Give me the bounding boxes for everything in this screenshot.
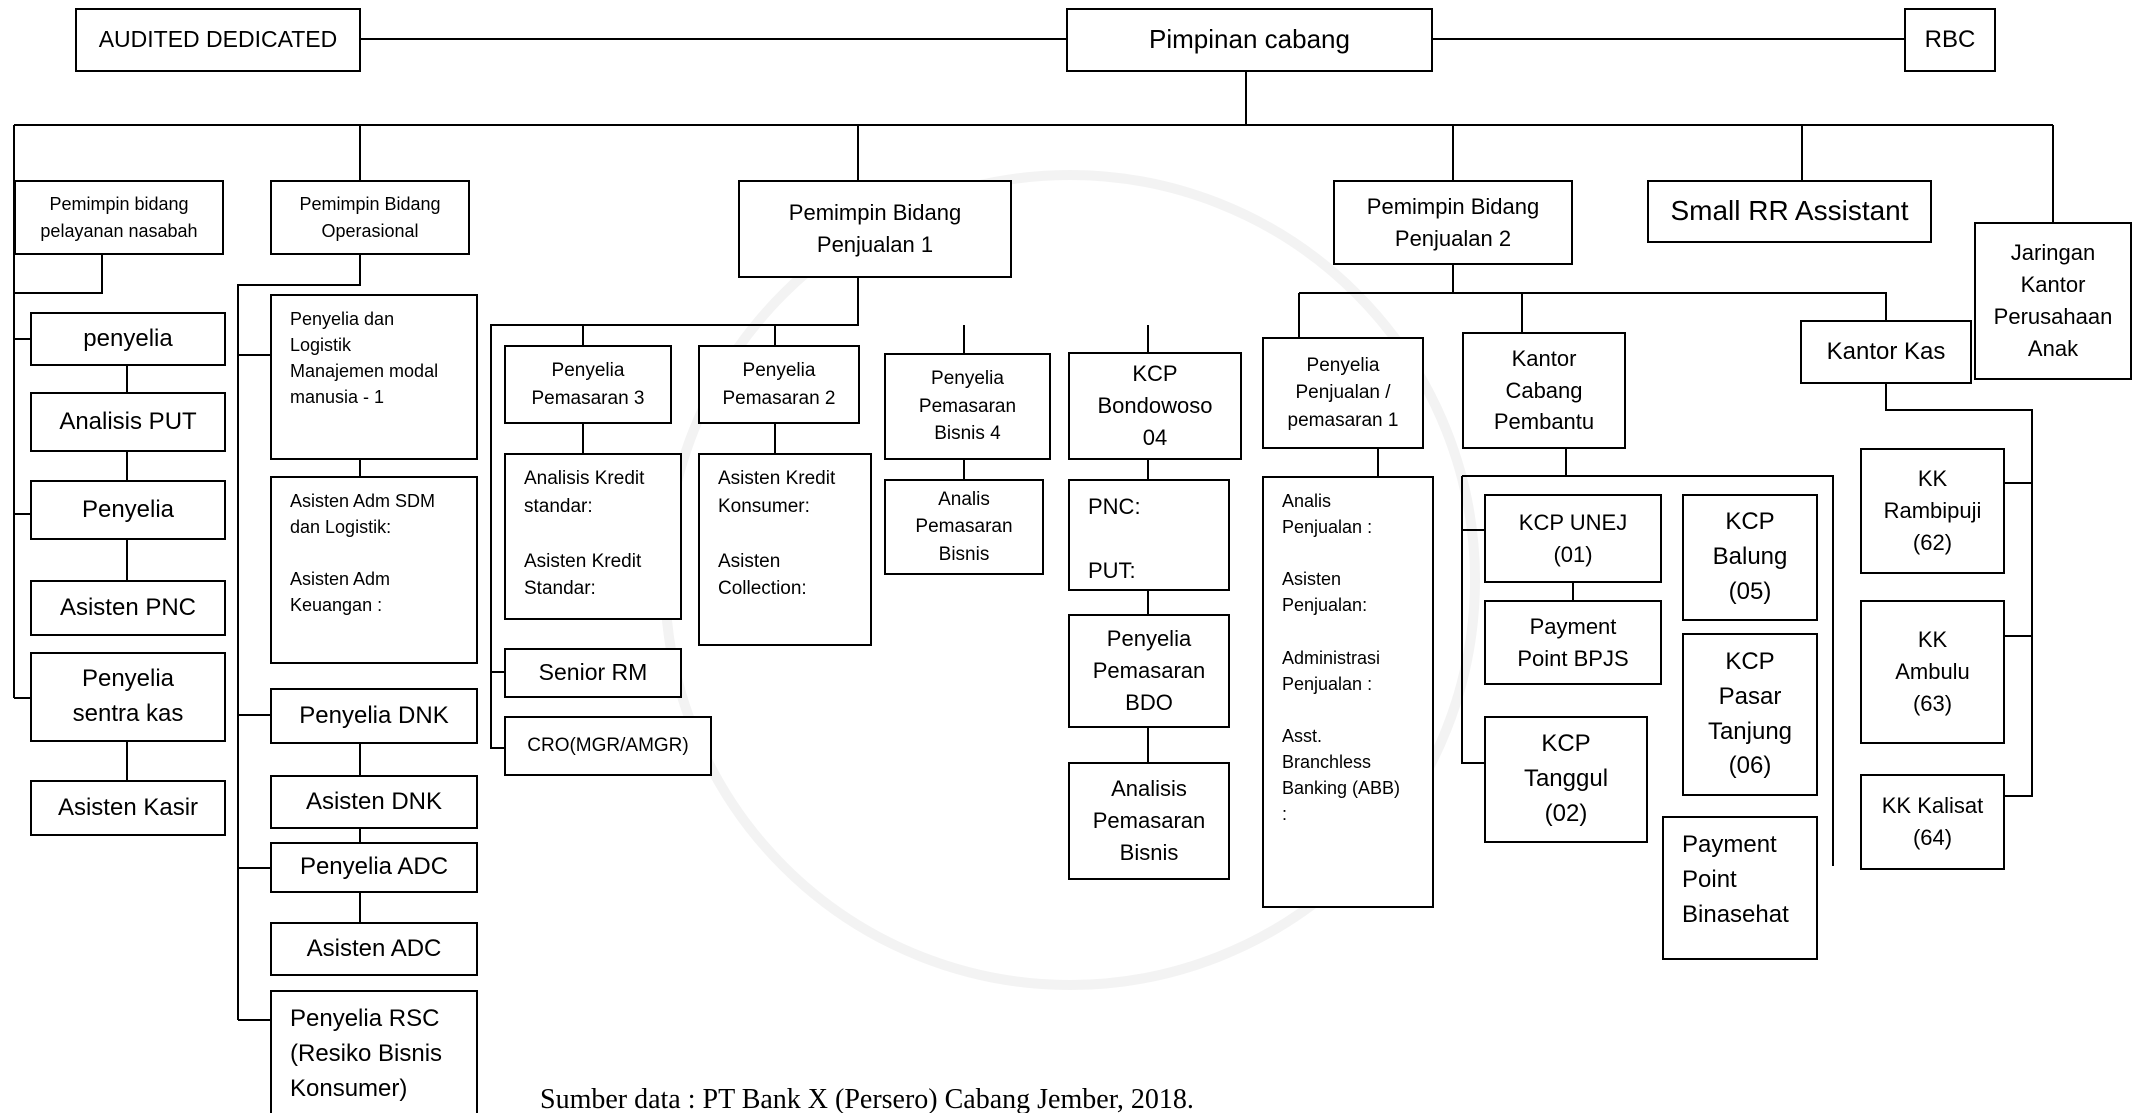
kantor-kas-box: Kantor Kas: [1800, 320, 1972, 384]
pimpinan-cabang-box: Pimpinan cabang: [1066, 8, 1433, 72]
penyelia-pemasaran-3-label: Penyelia Pemasaran 3: [531, 359, 645, 409]
asisten-pnc-box: Asisten PNC: [30, 580, 226, 636]
audited-dedicated-label: AUDITED DEDICATED: [98, 26, 338, 53]
jaringan-kantor-label: Jaringan Kantor Perusahaan Anak: [1993, 240, 2113, 361]
penyelia-pemasaran-bdo-box: Penyelia Pemasaran BDO: [1068, 614, 1230, 728]
kantor-kas-label: Kantor Kas: [1826, 337, 1946, 365]
kcp-tanggul-label: KCP Tanggul (02): [1523, 730, 1609, 827]
small-rr-assistant-label: Small RR Assistant: [1670, 195, 1909, 227]
asisten-adm-box: Asisten Adm SDM dan Logistik: Asisten Ad…: [270, 476, 478, 664]
asisten-adm-label: Asisten Adm SDM dan Logistik: Asisten Ad…: [290, 491, 436, 616]
penyelia-penjualan-label: Penyelia Penjualan / pemasaran 1: [1287, 354, 1399, 431]
penyelia-logistik-box: Penyelia dan Logistik Manajemen modal ma…: [270, 294, 478, 460]
analisis-pemasaran-bisnis-label: Analisis Pemasaran Bisnis: [1092, 776, 1206, 865]
penyelia-pemasaran-bisnis-4-label: Penyelia Pemasaran Bisnis 4: [918, 368, 1017, 445]
analisis-put-box: Analisis PUT: [30, 392, 226, 452]
kk-ambulu-label: KK Ambulu (63): [1895, 627, 1970, 716]
penyelia-sentra-kas-label: Penyelia sentra kas: [72, 665, 184, 727]
pemimpin-penjualan-1-box: Pemimpin Bidang Penjualan 1: [738, 180, 1012, 278]
senior-rm-label: Senior RM: [538, 659, 648, 686]
asisten-kasir-box: Asisten Kasir: [30, 780, 226, 836]
payment-point-binasehat-label: Payment Point Binasehat: [1682, 831, 1789, 928]
kcp-pasar-tanjung-box: KCP Pasar Tanjung (06): [1682, 633, 1818, 796]
pemimpin-pelayanan-nasabah-label: Pemimpin bidang pelayanan nasabah: [40, 194, 198, 241]
senior-rm-box: Senior RM: [504, 648, 682, 698]
asisten-dnk-box: Asisten DNK: [270, 775, 478, 829]
rbc-label: RBC: [1924, 25, 1976, 53]
analisis-kredit-label: Analisis Kredit standar: Asisten Kredit …: [524, 468, 645, 600]
kk-rambipuji-box: KK Rambipuji (62): [1860, 448, 2005, 574]
penyelia-dnk-box: Penyelia DNK: [270, 688, 478, 744]
pemimpin-pelayanan-nasabah-box: Pemimpin bidang pelayanan nasabah: [14, 180, 224, 255]
asisten-adc-box: Asisten ADC: [270, 922, 478, 976]
kcp-bondowoso-box: KCP Bondowoso 04: [1068, 352, 1242, 460]
kcp-unej-box: KCP UNEJ (01): [1484, 494, 1662, 583]
penyelia-dnk-label: Penyelia DNK: [299, 701, 449, 729]
cro-box: CRO(MGR/AMGR): [504, 716, 712, 776]
asisten-adc-label: Asisten ADC: [306, 934, 442, 962]
asisten-kredit-konsumer-label: Asisten Kredit Konsumer: Asisten Collect…: [718, 468, 836, 600]
penyelia-adc-label: Penyelia ADC: [299, 853, 449, 881]
kantor-cabang-pembantu-label: Kantor Cabang Pembantu: [1493, 345, 1595, 435]
payment-point-bpjs-box: Payment Point BPJS: [1484, 600, 1662, 685]
asisten-dnk-label: Asisten DNK: [305, 787, 443, 815]
analis-pemasaran-bisnis-label: Analis Pemasaran Bisnis: [915, 488, 1013, 565]
penyelia-pemasaran-bisnis-4-box: Penyelia Pemasaran Bisnis 4: [884, 353, 1051, 460]
penyelia-rsc-label: Penyelia RSC (Resiko Bisnis Konsumer): [290, 1005, 443, 1102]
analis-penjualan-box: Analis Penjualan : Asisten Penjualan: Ad…: [1262, 476, 1434, 908]
payment-point-bpjs-label: Payment Point BPJS: [1517, 613, 1629, 671]
kk-kalisat-label: KK Kalisat (64): [1881, 793, 1984, 850]
kantor-cabang-pembantu-box: Kantor Cabang Pembantu: [1462, 332, 1626, 449]
kk-ambulu-box: KK Ambulu (63): [1860, 600, 2005, 744]
rbc-box: RBC: [1904, 8, 1996, 72]
kcp-tanggul-box: KCP Tanggul (02): [1484, 716, 1648, 843]
kcp-balung-label: KCP Balung (05): [1712, 508, 1788, 605]
penyelia-pemasaran-3-box: Penyelia Pemasaran 3: [504, 345, 672, 424]
asisten-pnc-label: Asisten PNC: [59, 593, 197, 621]
asisten-kasir-label: Asisten Kasir: [57, 793, 199, 821]
payment-point-binasehat-box: Payment Point Binasehat: [1662, 816, 1818, 960]
small-rr-assistant-box: Small RR Assistant: [1647, 180, 1932, 243]
penyelia-pemasaran-2-label: Penyelia Pemasaran 2: [722, 359, 836, 409]
kcp-bondowoso-label: KCP Bondowoso 04: [1097, 361, 1213, 450]
pnc-put-label: PNC: PUT:: [1088, 494, 1141, 583]
penyelia-pemasaran-2-box: Penyelia Pemasaran 2: [698, 345, 860, 424]
pimpinan-cabang-label: Pimpinan cabang: [1149, 24, 1350, 55]
penyelia-logistik-label: Penyelia dan Logistik Manajemen modal ma…: [290, 309, 439, 408]
pemimpin-penjualan-2-box: Pemimpin Bidang Penjualan 2: [1333, 180, 1573, 265]
pemimpin-penjualan-1-label: Pemimpin Bidang Penjualan 1: [788, 200, 962, 257]
pemimpin-operasional-label: Pemimpin Bidang Operasional: [299, 194, 441, 241]
pemimpin-operasional-box: Pemimpin Bidang Operasional: [270, 180, 470, 255]
analis-pemasaran-bisnis-box: Analis Pemasaran Bisnis: [884, 479, 1044, 575]
source-caption: Sumber data : PT Bank X (Persero) Cabang…: [540, 1084, 1194, 1113]
penyelia-adc-box: Penyelia ADC: [270, 842, 478, 893]
analisis-kredit-box: Analisis Kredit standar: Asisten Kredit …: [504, 453, 682, 620]
penyelia-2-label: Penyelia: [81, 495, 175, 523]
penyelia-pemasaran-bdo-label: Penyelia Pemasaran BDO: [1092, 626, 1206, 715]
pnc-put-box: PNC: PUT:: [1068, 479, 1230, 591]
asisten-kredit-konsumer-box: Asisten Kredit Konsumer: Asisten Collect…: [698, 453, 872, 646]
kk-kalisat-box: KK Kalisat (64): [1860, 774, 2005, 870]
penyelia-sentra-kas-box: Penyelia sentra kas: [30, 652, 226, 742]
analis-penjualan-label: Analis Penjualan : Asisten Penjualan: Ad…: [1282, 491, 1401, 825]
penyelia-rsc-box: Penyelia RSC (Resiko Bisnis Konsumer): [270, 990, 478, 1113]
kcp-unej-label: KCP UNEJ (01): [1518, 509, 1628, 567]
cro-label: CRO(MGR/AMGR): [527, 735, 689, 757]
audited-dedicated-box: AUDITED DEDICATED: [75, 8, 361, 72]
jaringan-kantor-box: Jaringan Kantor Perusahaan Anak: [1974, 222, 2132, 380]
pemimpin-penjualan-2-label: Pemimpin Bidang Penjualan 2: [1366, 193, 1540, 251]
penyelia-label: penyelia: [83, 324, 173, 352]
kcp-balung-box: KCP Balung (05): [1682, 494, 1818, 621]
penyelia-2-box: Penyelia: [30, 480, 226, 540]
kk-rambipuji-label: KK Rambipuji (62): [1883, 466, 1982, 555]
analisis-put-label: Analisis PUT: [59, 407, 197, 435]
kcp-pasar-tanjung-label: KCP Pasar Tanjung (06): [1707, 647, 1793, 780]
analisis-pemasaran-bisnis-box: Analisis Pemasaran Bisnis: [1068, 762, 1230, 880]
penyelia-box: penyelia: [30, 312, 226, 366]
penyelia-penjualan-box: Penyelia Penjualan / pemasaran 1: [1262, 337, 1424, 449]
